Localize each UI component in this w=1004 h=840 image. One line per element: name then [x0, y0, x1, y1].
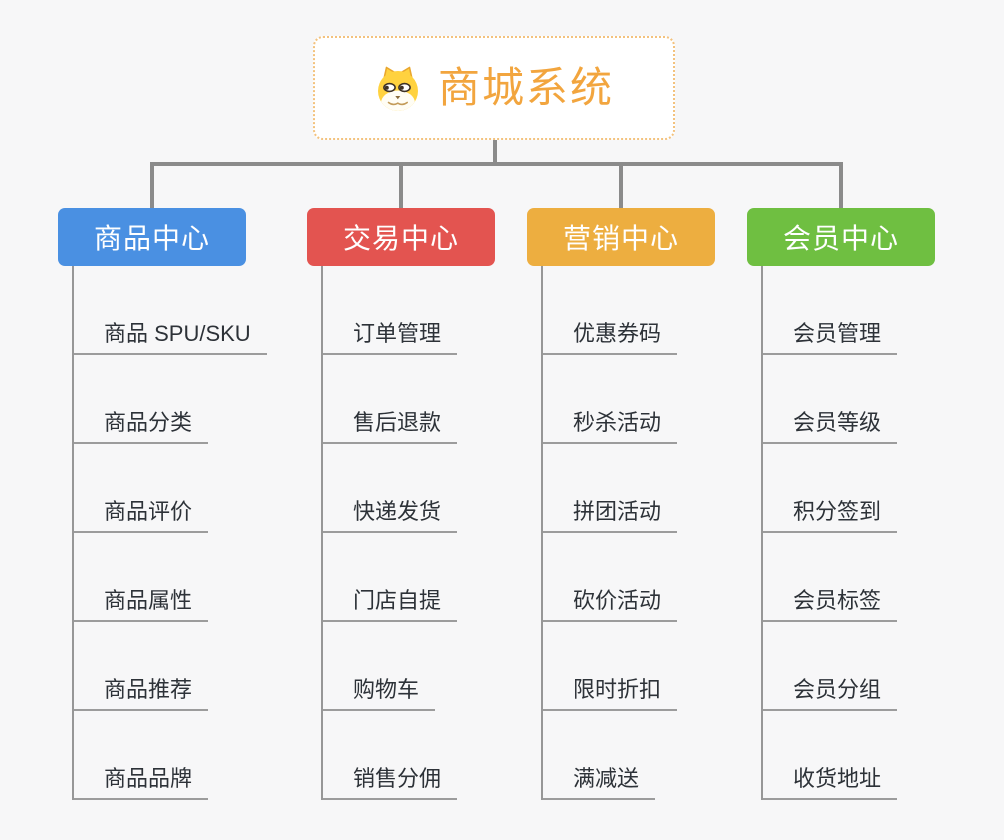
branch-children-product-center: 商品 SPU/SKU 商品分类 商品评价 商品属性 商品推荐 商品品牌 — [72, 266, 267, 800]
branch-header-marketing-center[interactable]: 营销中心 — [527, 208, 715, 266]
leaf-node[interactable]: 订单管理 — [323, 266, 458, 355]
connector-root-stub — [493, 140, 497, 164]
leaf-node[interactable]: 购物车 — [323, 622, 436, 711]
connector-branch-stub — [399, 162, 403, 210]
connector-rail — [150, 162, 843, 166]
leaf-node[interactable]: 限时折扣 — [543, 622, 678, 711]
leaf-node[interactable]: 收货地址 — [763, 711, 898, 800]
leaf-node[interactable]: 秒杀活动 — [543, 355, 678, 444]
leaf-node[interactable]: 商品评价 — [74, 444, 209, 533]
branch-children-member-center: 会员管理 会员等级 积分签到 会员标签 会员分组 收货地址 — [761, 266, 898, 800]
leaf-node[interactable]: 商品 SPU/SKU — [74, 266, 267, 355]
branch-children-trade-center: 订单管理 售后退款 快递发货 门店自提 购物车 销售分佣 — [321, 266, 458, 800]
leaf-node[interactable]: 快递发货 — [323, 444, 458, 533]
branch-children-marketing-center: 优惠券码 秒杀活动 拼团活动 砍价活动 限时折扣 满减送 — [541, 266, 678, 800]
leaf-node[interactable]: 会员管理 — [763, 266, 898, 355]
branch-header-member-center[interactable]: 会员中心 — [747, 208, 935, 266]
branch-header-product-center[interactable]: 商品中心 — [58, 208, 246, 266]
leaf-node[interactable]: 门店自提 — [323, 533, 458, 622]
leaf-node[interactable]: 售后退款 — [323, 355, 458, 444]
leaf-node[interactable]: 商品推荐 — [74, 622, 209, 711]
leaf-node[interactable]: 会员标签 — [763, 533, 898, 622]
leaf-node[interactable]: 商品品牌 — [74, 711, 209, 800]
connector-branch-stub — [619, 162, 623, 210]
connector-branch-stub — [150, 162, 154, 210]
leaf-node[interactable]: 商品分类 — [74, 355, 209, 444]
leaf-node[interactable]: 砍价活动 — [543, 533, 678, 622]
leaf-node[interactable]: 优惠券码 — [543, 266, 678, 355]
leaf-node[interactable]: 积分签到 — [763, 444, 898, 533]
branch-header-trade-center[interactable]: 交易中心 — [307, 208, 495, 266]
leaf-node[interactable]: 满减送 — [543, 711, 656, 800]
shiba-dog-icon — [377, 66, 418, 111]
leaf-node[interactable]: 商品属性 — [74, 533, 209, 622]
leaf-node[interactable]: 会员分组 — [763, 622, 898, 711]
connector-branch-stub — [839, 162, 843, 210]
leaf-node[interactable]: 销售分佣 — [323, 711, 458, 800]
leaf-node[interactable]: 会员等级 — [763, 355, 898, 444]
root-node[interactable]: 商城系统 — [313, 36, 675, 140]
root-title: 商城系统 — [437, 64, 614, 111]
leaf-node[interactable]: 拼团活动 — [543, 444, 678, 533]
